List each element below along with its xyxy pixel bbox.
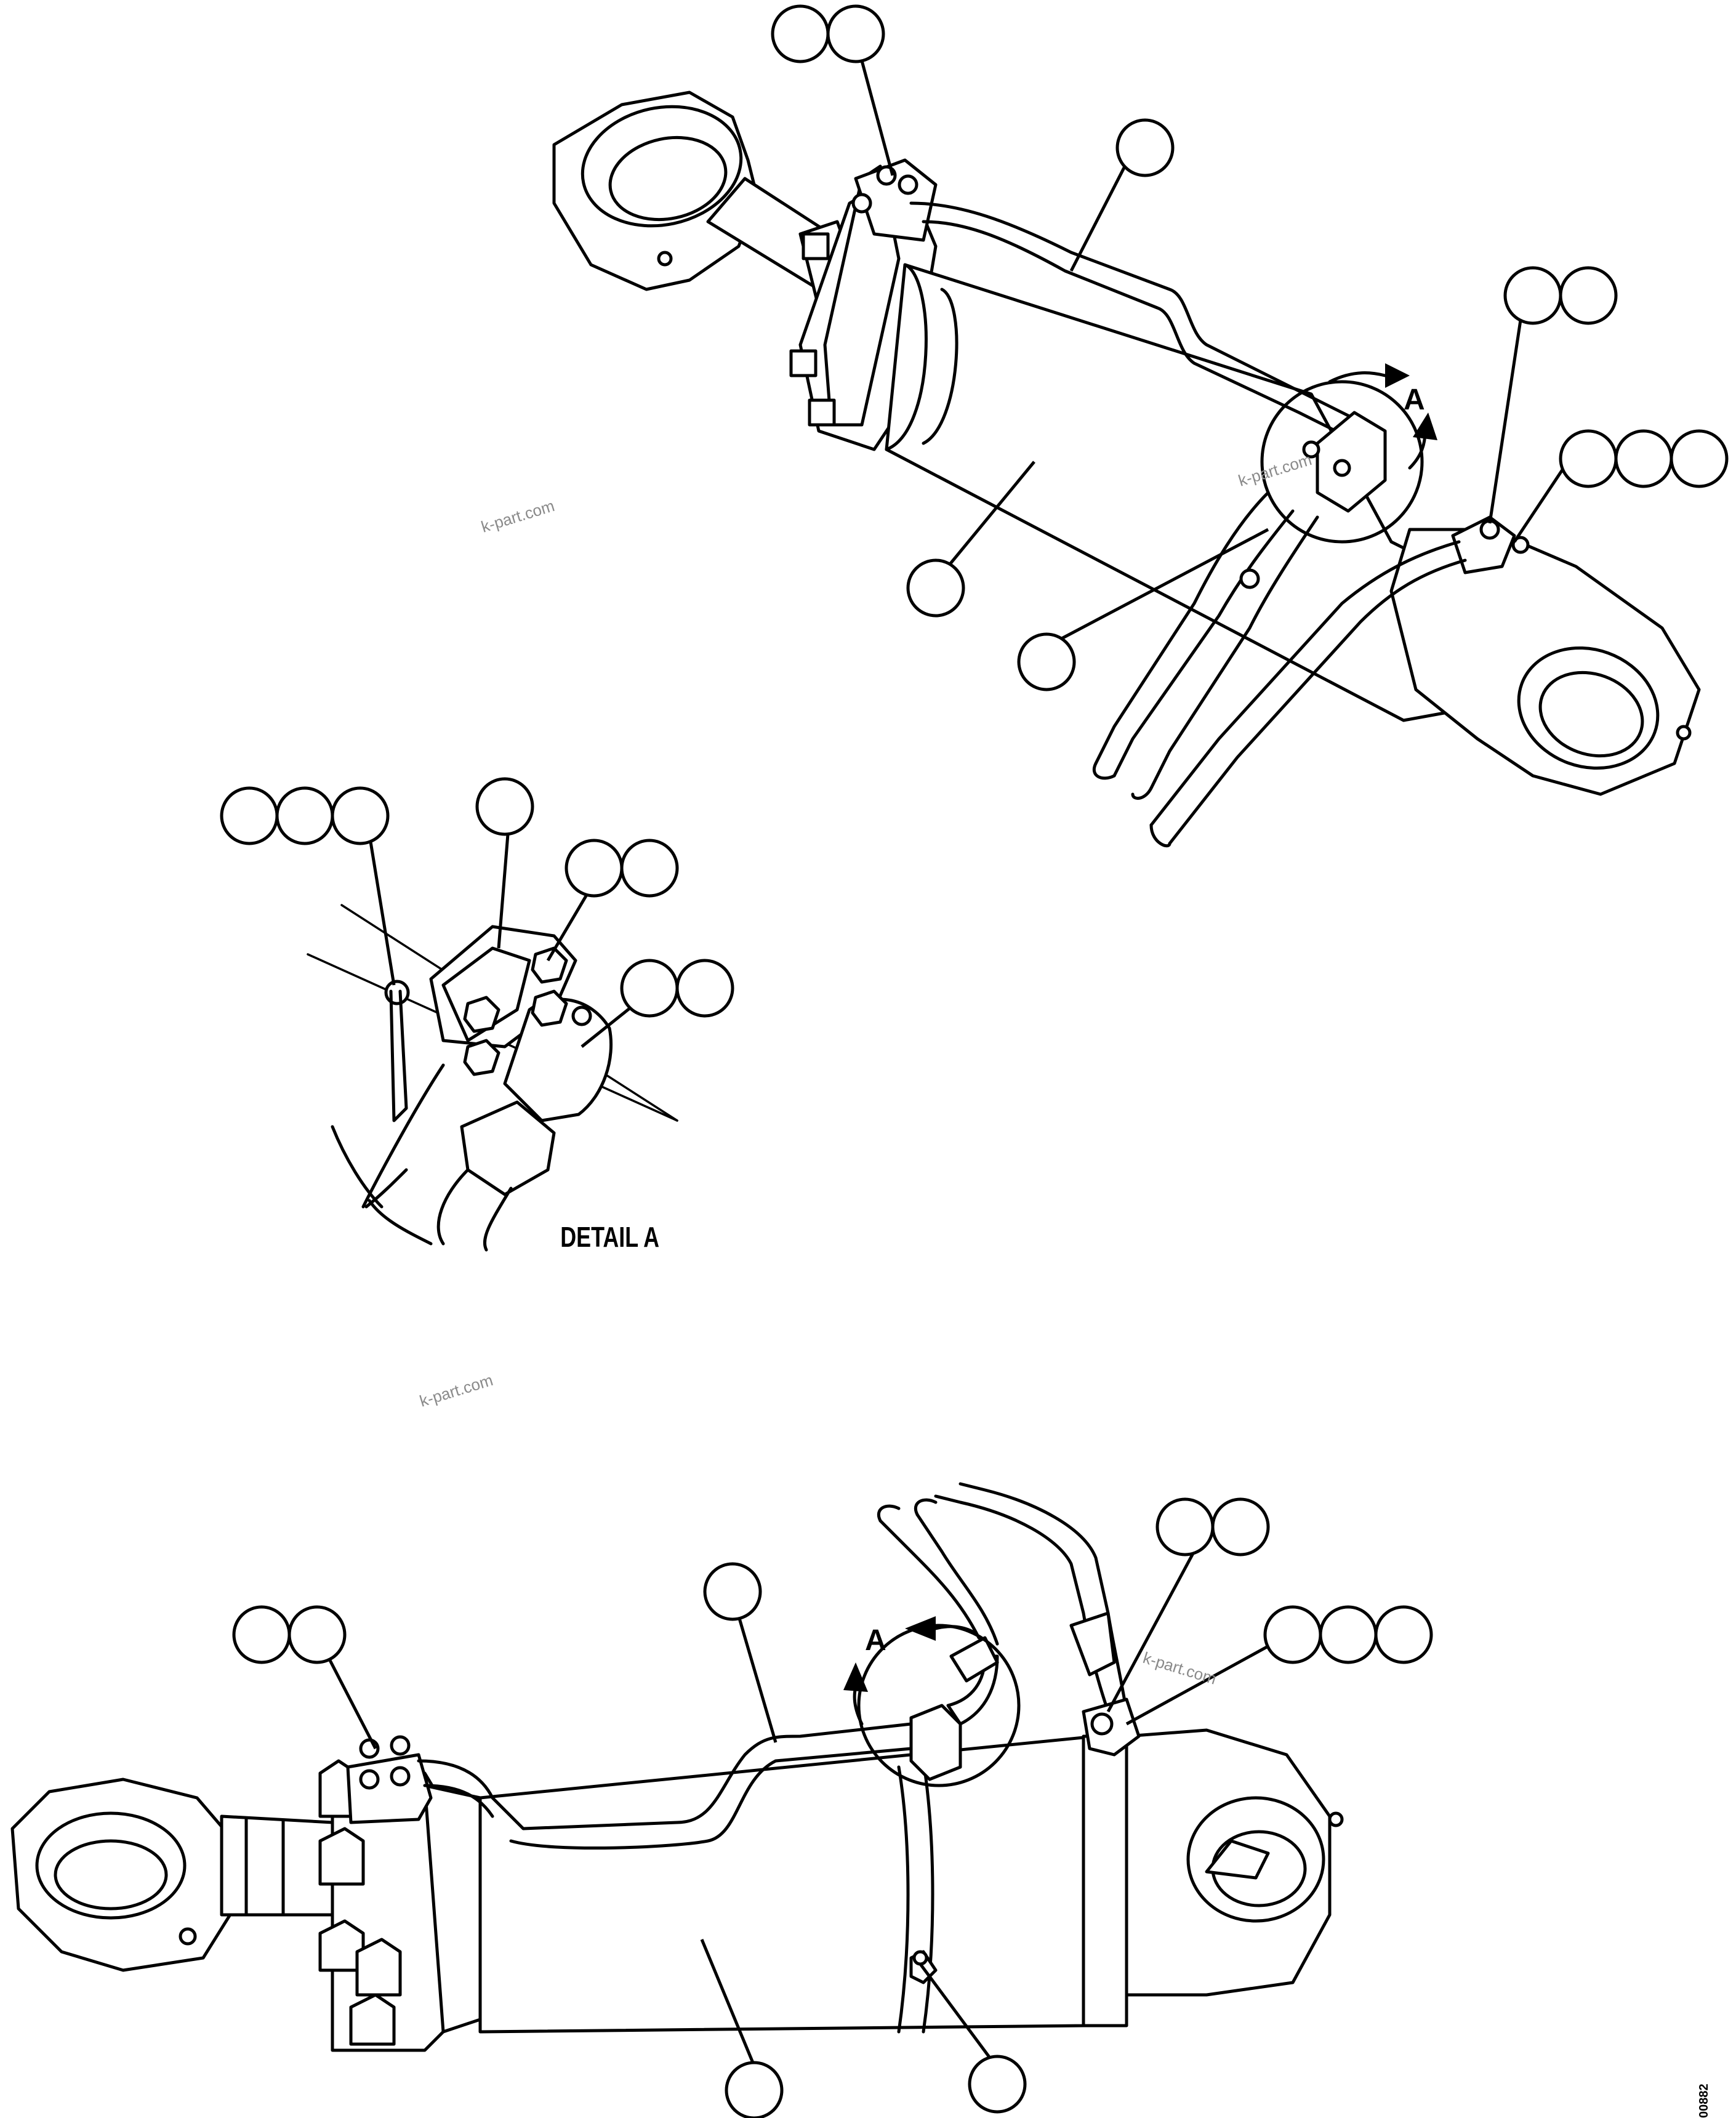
callout-balloon (331, 786, 390, 845)
callout-balloon (287, 1605, 347, 1664)
bottom-base-hose (934, 1482, 1141, 1757)
watermark: k-part.com (479, 496, 557, 536)
callout-balloon (1115, 118, 1175, 177)
bottom-cylinder-base-eye (1082, 1728, 1344, 2027)
callout-balloon (275, 786, 334, 845)
callout-balloon (1017, 632, 1076, 691)
callout-balloon (620, 959, 679, 1018)
bottom-cylinder-view: A (10, 1482, 1433, 2118)
bottom-cylinder-barrel (478, 1734, 1098, 2034)
top-tube-clamp-head (851, 158, 938, 242)
callout-balloon (220, 786, 279, 845)
bottom-head-flange (318, 1759, 482, 2052)
callout-balloon (1503, 266, 1562, 325)
bottom-port-block (909, 1636, 999, 1781)
detail-a-circle-top: A (1260, 363, 1437, 544)
callout-balloon (1614, 429, 1673, 488)
callout-balloon (565, 839, 624, 898)
bottom-hydraulic-tube (417, 1722, 913, 1850)
bottom-rod-hoses (877, 1498, 999, 1646)
detail-a-label: DETAIL A (560, 1222, 659, 1253)
callout-balloon (475, 777, 534, 836)
callout-balloon (1374, 1605, 1433, 1664)
detail-a-view: DETAIL A (220, 777, 734, 1253)
bottom-rod-eye (10, 1778, 236, 1972)
callout-balloon (771, 4, 830, 63)
callout-balloon (1559, 266, 1618, 325)
callout-balloon (620, 839, 679, 898)
watermark: k-part.com (1141, 1648, 1218, 1688)
callout-balloon (968, 2055, 1027, 2114)
callout-balloon (232, 1605, 291, 1664)
bottom-tube-clamp-head (346, 1735, 433, 1824)
top-hydraulic-tube (909, 201, 1381, 451)
top-cylinder-view: A (552, 4, 1729, 848)
callout-balloon (1211, 1497, 1270, 1556)
callout-balloon (675, 959, 734, 1018)
top-rod-eye (552, 91, 759, 291)
callout-balloon (1670, 429, 1729, 488)
callout-balloon (1263, 1605, 1322, 1664)
bottom-callouts (232, 1497, 1433, 2118)
top-port-block (1302, 411, 1387, 513)
callout-balloon (906, 558, 965, 618)
callout-balloon (703, 1562, 762, 1621)
view-marker-bottom: A (865, 1624, 886, 1657)
top-base-hose (1149, 540, 1467, 848)
watermark: k-part.com (417, 1371, 495, 1411)
top-cylinder-base-eye (1389, 515, 1701, 796)
callout-balloon (1155, 1497, 1215, 1556)
detail-a-circle-bottom: A (843, 1616, 1021, 1787)
callout-balloon (1319, 1605, 1378, 1664)
callout-balloon (725, 2061, 784, 2118)
callout-balloon (826, 4, 885, 63)
figure-code: 00882 (1697, 2084, 1711, 2118)
callout-balloon (1559, 429, 1618, 488)
view-marker-top: A (1404, 384, 1425, 416)
bottom-piston-rod (220, 1814, 337, 1917)
top-cylinder-barrel (885, 263, 1492, 722)
top-callouts (771, 4, 1729, 691)
